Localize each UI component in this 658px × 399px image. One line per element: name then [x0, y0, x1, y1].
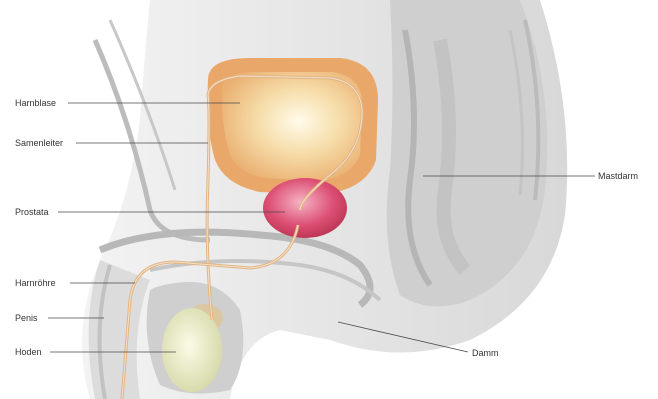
label-perineum: Damm: [472, 348, 499, 358]
label-rectum: Mastdarm: [598, 171, 638, 181]
label-bladder: Harnblase: [15, 98, 56, 108]
label-penis: Penis: [15, 313, 38, 323]
label-urethra: Harnröhre: [15, 278, 56, 288]
testis-organ: [162, 308, 222, 392]
label-prostate: Prostata: [15, 207, 49, 217]
prostate-gland: [263, 178, 347, 238]
label-vas-deferens: Samenleiter: [15, 138, 63, 148]
label-testis: Hoden: [15, 347, 42, 357]
